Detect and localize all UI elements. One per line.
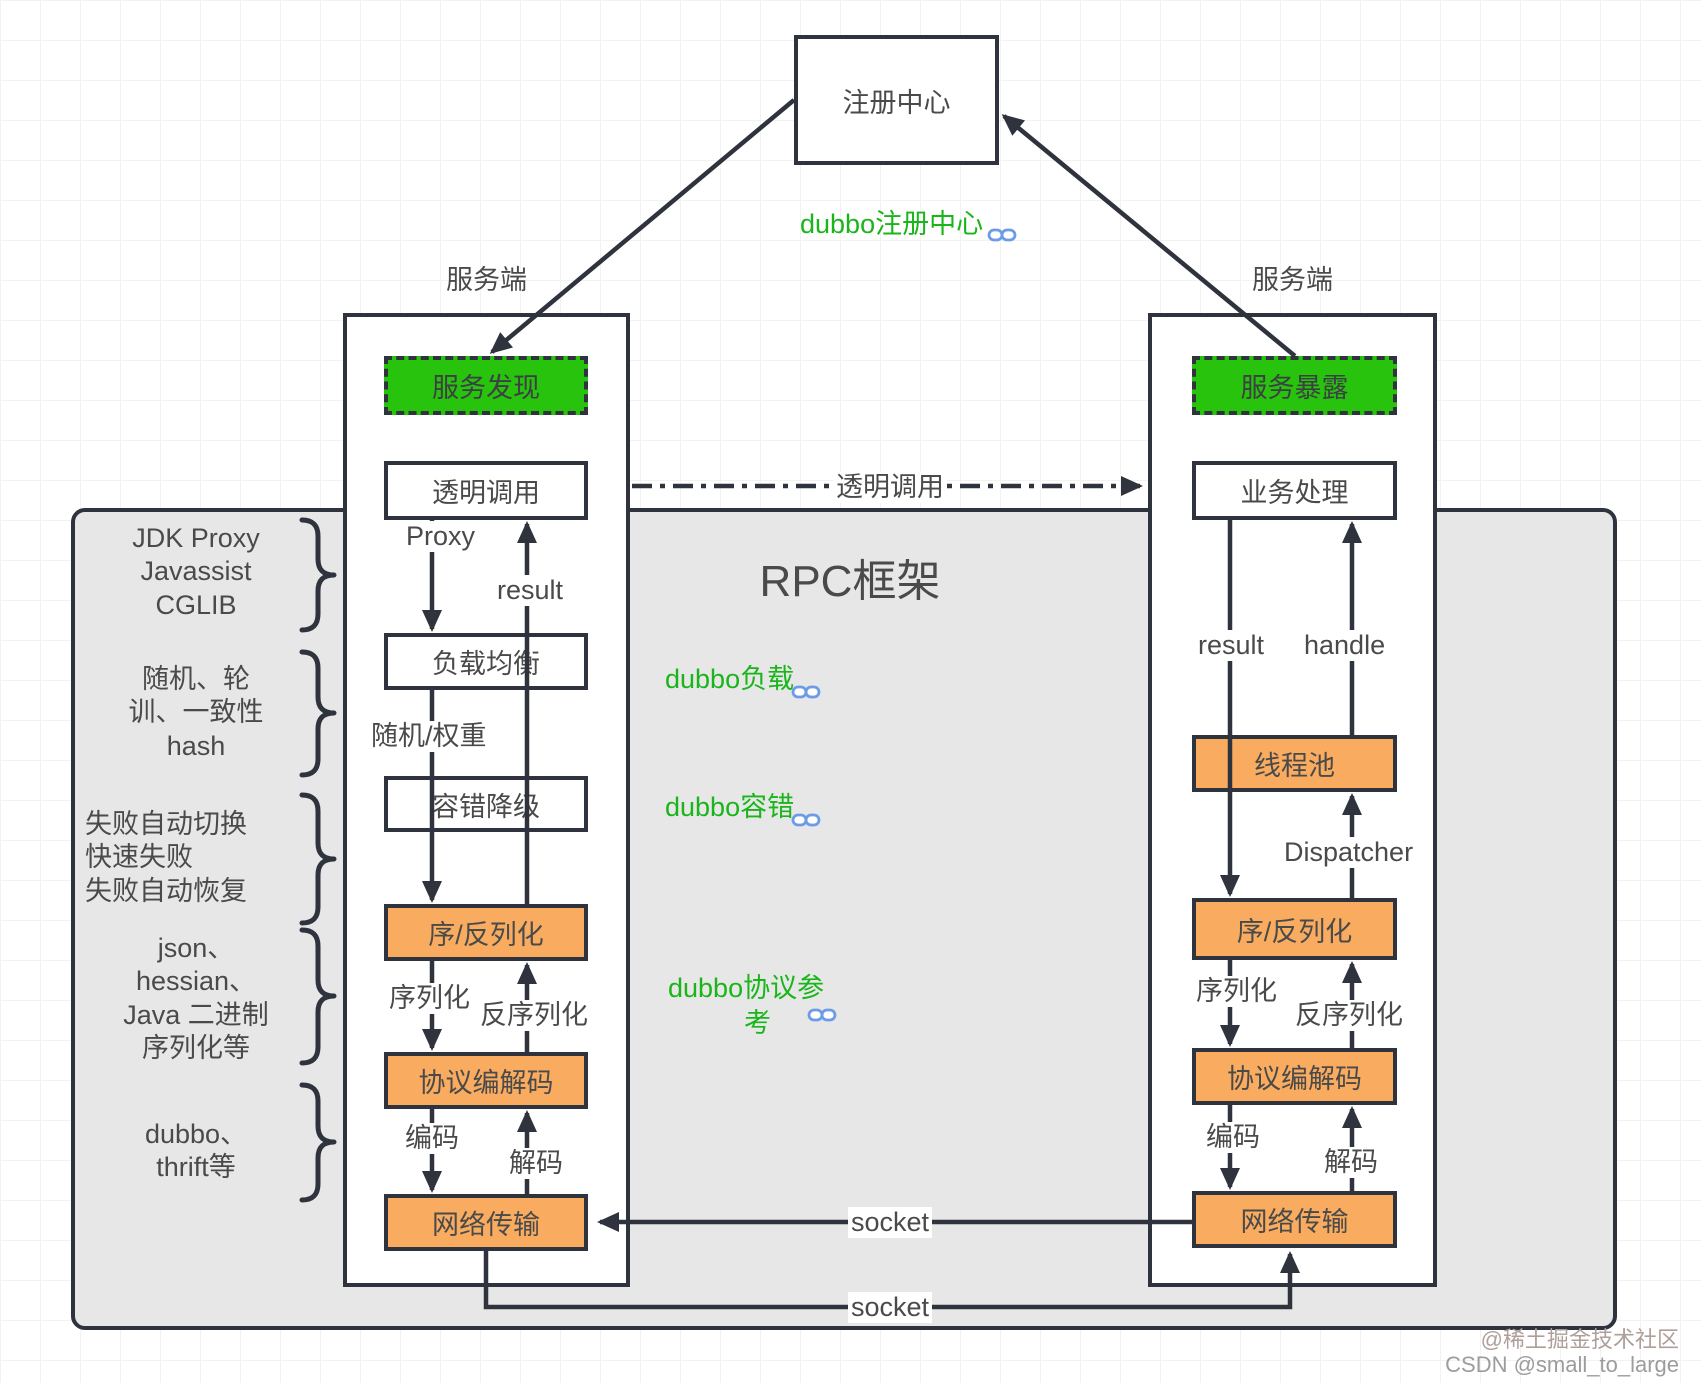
watermark-csdn: CSDN @small_to_large	[1445, 1352, 1679, 1377]
load-balance-box: 负载均衡	[384, 633, 588, 690]
serialize-right-label: 序列化	[1193, 976, 1280, 1008]
business-box: 业务处理	[1192, 461, 1397, 520]
service-expose-box: 服务暴露	[1192, 356, 1397, 415]
encode-right-label: 编码	[1203, 1122, 1263, 1154]
transparent-call-edge-label: 透明调用	[833, 472, 947, 504]
annotation-line: 失败自动恢复	[85, 875, 247, 906]
handle-label: handle	[1301, 630, 1389, 662]
annotation-line: hessian、	[135, 966, 257, 997]
link-icon[interactable]	[806, 1004, 838, 1031]
transparent-call-label: 透明调用	[432, 478, 540, 508]
fault-tolerance-box: 容错降级	[384, 776, 588, 832]
decode-right-label: 解码	[1321, 1147, 1381, 1179]
socket-bottom-label: socket	[848, 1292, 933, 1324]
serialization-label-right: 序/反列化	[1236, 916, 1353, 947]
service-expose-label: 服务暴露	[1240, 373, 1349, 403]
codec-label-right: 协议编解码	[1227, 1064, 1362, 1094]
annotation-line: 快速失败	[85, 842, 193, 873]
transport-label-right: 网络传输	[1240, 1207, 1349, 1237]
load-link[interactable]: dubbo负载	[665, 664, 795, 694]
fault-link[interactable]: dubbo容错	[665, 792, 795, 822]
transport-box-left: 网络传输	[384, 1194, 588, 1251]
registry-link[interactable]: dubbo注册中心	[800, 209, 984, 239]
annotation-line: 随机、轮	[142, 664, 250, 694]
rpc-framework-title: RPC框架	[759, 557, 941, 606]
annotation-line: JDK Proxy	[132, 523, 260, 553]
right-column-header: 服务端	[1252, 265, 1333, 295]
fault-tolerance-label: 容错降级	[432, 791, 540, 822]
load-balance-label: 负载均衡	[432, 649, 540, 679]
deserialize-right-label: 反序列化	[1292, 1000, 1406, 1032]
service-discovery-box: 服务发现	[384, 356, 588, 415]
watermark-juejin: @稀土掘金技术社区	[1480, 1327, 1679, 1352]
annotation-line: Javassist	[140, 556, 252, 587]
service-discovery-label: 服务发现	[432, 373, 540, 403]
dispatcher-label: Dispatcher	[1281, 837, 1417, 869]
link-icon[interactable]	[986, 224, 1018, 251]
encode-left-label: 编码	[402, 1123, 462, 1155]
serialization-label-left: 序/反列化	[428, 920, 544, 950]
annotation-line: 序列化等	[142, 1033, 250, 1064]
thread-pool-label: 线程池	[1254, 751, 1335, 781]
transport-box-right: 网络传输	[1192, 1191, 1397, 1248]
registry-label: 注册中心	[842, 87, 951, 118]
deserialize-left-label: 反序列化	[477, 1000, 591, 1032]
annotation-line: dubbo、	[144, 1119, 248, 1149]
protocol-link-line2[interactable]: 考	[744, 1008, 771, 1038]
annotation-serialization-types: json、 hessian、 Java 二进制 序列化等	[85, 932, 307, 1066]
codec-box-left: 协议编解码	[384, 1052, 588, 1109]
annotation-line: Java 二进制	[123, 999, 269, 1030]
random-weight-label: 随机/权重	[368, 721, 490, 753]
annotation-protocol-types: dubbo、 thrift等	[85, 1118, 307, 1185]
registry-box: 注册中心	[794, 35, 999, 165]
transport-label-left: 网络传输	[432, 1210, 540, 1240]
protocol-link-line1[interactable]: dubbo协议参	[668, 973, 825, 1003]
transparent-call-box: 透明调用	[384, 461, 588, 520]
annotation-line: 训、一致性	[128, 697, 264, 728]
thread-pool-box: 线程池	[1192, 735, 1397, 792]
link-icon[interactable]	[790, 809, 822, 836]
provider-column	[1148, 313, 1437, 1287]
serialization-box-left: 序/反列化	[384, 904, 588, 961]
annotation-line: thrift等	[156, 1152, 236, 1183]
serialization-box-right: 序/反列化	[1192, 898, 1397, 960]
left-column-header: 服务端	[446, 265, 527, 295]
annotation-line: 失败自动切换	[85, 809, 247, 839]
annotation-proxy-impl: JDK Proxy Javassist CGLIB	[90, 522, 302, 622]
result-left-label: result	[494, 575, 567, 607]
socket-mid-label: socket	[848, 1207, 933, 1239]
codec-label-left: 协议编解码	[418, 1068, 554, 1098]
decode-left-label: 解码	[506, 1148, 566, 1180]
annotation-line: CGLIB	[155, 589, 237, 620]
business-label: 业务处理	[1240, 478, 1349, 508]
serialize-left-label: 序列化	[386, 983, 473, 1015]
codec-box-right: 协议编解码	[1192, 1048, 1397, 1105]
annotation-fault-strategies: 失败自动切换 快速失败 失败自动恢复	[85, 808, 320, 908]
annotation-line: json、	[157, 933, 235, 963]
proxy-label: Proxy	[403, 521, 479, 553]
annotation-loadbalance-strategies: 随机、轮 训、一致性 hash	[90, 663, 302, 763]
annotation-line: hash	[166, 730, 226, 761]
result-right-label: result	[1195, 630, 1268, 662]
link-icon[interactable]	[790, 681, 822, 708]
